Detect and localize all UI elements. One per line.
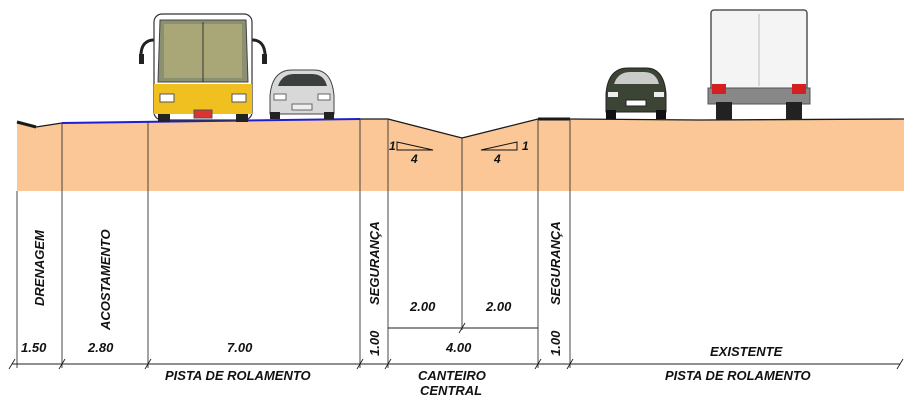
slope-rise-right: 1 (522, 139, 529, 153)
drainage-edge (16, 120, 37, 129)
slope-indicator-left (396, 141, 434, 151)
seguranca-right-width: 1.00 (548, 330, 563, 356)
canteiro-caption-1: CANTEIRO (418, 368, 486, 383)
seguranca-right-label: SEGURANÇA (548, 221, 563, 305)
slope-run-right: 4 (493, 152, 501, 166)
pista-width: 7.00 (227, 340, 253, 355)
bus-icon (139, 13, 267, 122)
seguranca-left-label: SEGURANÇA (367, 221, 382, 305)
slope-indicator-right (480, 141, 518, 151)
drenagem-label: DRENAGEM (32, 229, 47, 306)
canteiro-width-left: 2.00 (409, 299, 436, 314)
existente-caption: PISTA DE ROLAMENTO (665, 368, 811, 383)
existente-label: EXISTENTE (710, 344, 783, 359)
drenagem-width: 1.50 (21, 340, 47, 355)
section-dividers (16, 119, 571, 368)
dark-car-icon (605, 67, 667, 119)
slope-rise-left: 1 (389, 139, 396, 153)
acostamento-width: 2.80 (87, 340, 114, 355)
paved-surface-line (61, 118, 361, 124)
dimension-line (8, 322, 904, 370)
acostamento-label: ACOSTAMENTO (98, 229, 113, 331)
canteiro-width-right: 2.00 (485, 299, 512, 314)
truck-icon (707, 9, 811, 120)
slope-run-left: 4 (410, 152, 418, 166)
pista-caption: PISTA DE ROLAMENTO (165, 368, 311, 383)
earth-fill (17, 119, 904, 191)
car-icon (269, 69, 335, 119)
seguranca-left-width: 1.00 (367, 330, 382, 356)
canteiro-caption-2: CENTRAL (420, 383, 482, 398)
canteiro-width-total: 4.00 (445, 340, 472, 355)
